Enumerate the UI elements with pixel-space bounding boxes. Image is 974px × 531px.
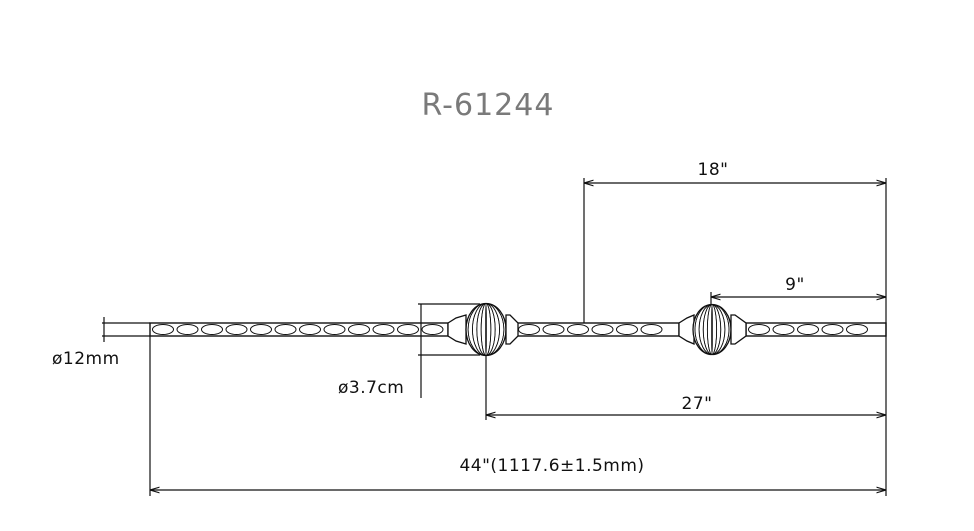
- twist-pattern: [152, 324, 868, 335]
- overall-length-label: 44"(1117.6±1.5mm): [459, 456, 644, 476]
- part-number: R-61244: [422, 88, 555, 123]
- dimension-9in: 9": [710, 275, 886, 305]
- diameter-3.7cm-dimension: ø3.7cm: [338, 303, 480, 398]
- diameter-12mm-dimension: ø12mm: [52, 317, 150, 369]
- upper-knuckle-position-label: 18": [698, 160, 729, 180]
- knuckle-diameter-label: ø3.7cm: [338, 378, 404, 398]
- dimension-overall-length: 44"(1117.6±1.5mm): [149, 336, 886, 496]
- knuckle-lower: [678, 303, 747, 356]
- lower-knuckle-position-label: 9": [785, 275, 805, 295]
- baluster-diameter-label: ø12mm: [52, 349, 120, 369]
- dimension-18in: 18": [583, 160, 887, 496]
- knuckle-span-label: 27": [682, 394, 713, 414]
- knuckle-upper: [447, 302, 519, 357]
- dimension-27in: 27": [485, 356, 886, 420]
